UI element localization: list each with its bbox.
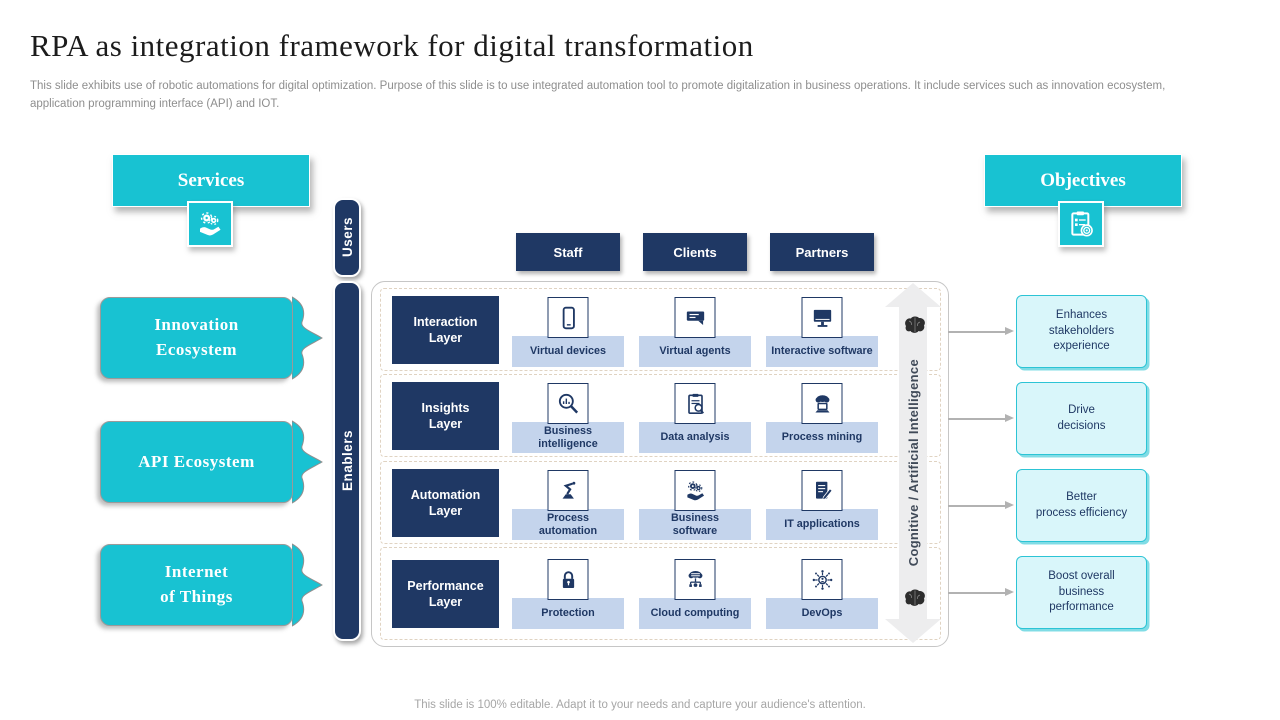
magnifier-chart-icon	[558, 393, 578, 414]
objectives-header-label: Objectives	[1040, 169, 1126, 191]
cell-label: Data analysis	[639, 422, 751, 453]
column-header-clients: Clients	[643, 233, 747, 271]
cloud-server-icon	[688, 570, 702, 587]
row-interaction-layer: Interaction Layer Virtual devices Virtua…	[380, 288, 941, 371]
hand-gears-icon	[200, 212, 221, 236]
callout-pointer	[292, 543, 323, 627]
column-header-staff-label: Staff	[553, 244, 583, 260]
column-header-staff: Staff	[516, 233, 620, 271]
enablers-bar: Enablers	[333, 281, 361, 641]
callout-pointer	[292, 420, 323, 504]
service-item-api-ecosystem: API Ecosystem	[100, 421, 293, 503]
cell-label: Interactive software	[766, 336, 878, 367]
layer-label-interaction: Interaction Layer	[392, 296, 499, 364]
layer-label-insights: Insights Layer	[392, 382, 499, 450]
cell-virtual-devices: Virtual devices	[512, 297, 624, 369]
cell-virtual-agents: Virtual agents	[639, 297, 751, 369]
cell-business-software: Business software	[639, 470, 751, 542]
icon-box	[547, 559, 589, 600]
icon-box	[674, 559, 716, 600]
enablers-bar-label: Enablers	[339, 430, 355, 492]
objective-drive-decisions: Drive decisions	[1016, 382, 1147, 455]
laptop-cloud-icon	[814, 394, 830, 412]
brain-icon	[905, 589, 925, 606]
ai-arrow-head-down	[885, 619, 941, 643]
row-insights-layer: Insights Layer Business intelligence	[380, 374, 941, 457]
chat-icon	[686, 311, 704, 325]
column-header-partners-label: Partners	[795, 244, 849, 260]
objective-better-process-efficiency: Better process efficiency	[1016, 469, 1147, 542]
icon-box	[674, 383, 716, 424]
users-bar-label: Users	[339, 217, 355, 258]
icon-box	[801, 383, 843, 424]
users-bar: Users	[333, 198, 361, 277]
cell-label: DevOps	[766, 598, 878, 629]
connector-arrow	[948, 502, 1014, 509]
cell-label: Business software	[639, 509, 751, 540]
objective-enhances-stakeholders-experience: Enhances stakeholders experience	[1016, 295, 1147, 368]
cell-label: Cloud computing	[639, 598, 751, 629]
icon-box	[801, 559, 843, 600]
cell-interactive-software: Interactive software	[766, 297, 878, 369]
hand-gears-icon	[686, 480, 704, 500]
icon-box	[674, 470, 716, 511]
monitor-icon	[813, 309, 831, 327]
layer-label-automation: Automation Layer	[392, 469, 499, 537]
cell-data-analysis: Data analysis	[639, 383, 751, 455]
cell-label: Protection	[512, 598, 624, 629]
cell-it-applications: IT applications	[766, 470, 878, 542]
icon-box	[801, 470, 843, 511]
footer-note: This slide is 100% editable. Adapt it to…	[414, 699, 866, 711]
ai-arrow-head-up	[885, 283, 941, 307]
icon-box	[547, 297, 589, 338]
icon-box	[547, 383, 589, 424]
layer-label-performance: Performance Layer	[392, 560, 499, 628]
connector-arrow	[948, 415, 1014, 422]
service-item-innovation-ecosystem: Innovation Ecosystem	[100, 297, 293, 379]
services-icon-box	[187, 201, 233, 247]
row-performance-layer: Performance Layer Protection	[380, 547, 941, 640]
cell-process-mining: Process mining	[766, 383, 878, 455]
cell-label: Virtual devices	[512, 336, 624, 367]
cell-cloud-computing: Cloud computing	[639, 559, 751, 631]
cell-label: Virtual agents	[639, 336, 751, 367]
devops-icon	[812, 569, 832, 590]
robot-arm-icon	[562, 481, 575, 499]
connector-arrow	[948, 328, 1014, 335]
ai-arrow-label: Cognitive / Artificial Intelligence	[905, 359, 921, 567]
padlock-icon	[562, 570, 574, 588]
callout-pointer	[292, 296, 323, 380]
objectives-icon-box	[1058, 201, 1104, 247]
page-subtitle: This slide exhibits use of robotic autom…	[30, 80, 1166, 110]
icon-box	[801, 297, 843, 338]
document-pencil-icon	[815, 481, 833, 500]
cell-label: IT applications	[766, 509, 878, 540]
row-automation-layer: Automation Layer Process automation	[380, 461, 941, 544]
cell-devops: DevOps	[766, 559, 878, 631]
column-header-clients-label: Clients	[673, 244, 717, 260]
objective-boost-overall-business-performance: Boost overall business performance	[1016, 556, 1147, 629]
service-item-internet-of-things: Internet of Things	[100, 544, 293, 626]
clipboard-target-icon	[1071, 211, 1093, 237]
objectives-header: Objectives	[984, 154, 1182, 207]
brain-icon	[905, 316, 925, 333]
cell-label: Process mining	[766, 422, 878, 453]
column-header-partners: Partners	[770, 233, 874, 271]
services-header-label: Services	[177, 169, 245, 191]
page-title: RPA as integration framework for digital…	[30, 28, 754, 63]
icon-box	[674, 297, 716, 338]
connector-arrow	[948, 589, 1014, 596]
cell-process-automation: Process automation	[512, 470, 624, 542]
cell-protection: Protection	[512, 559, 624, 631]
cell-business-intelligence: Business intelligence	[512, 383, 624, 455]
smartphone-icon	[562, 306, 575, 329]
cell-label: Process automation	[512, 509, 624, 540]
services-header: Services	[112, 154, 310, 207]
layers-frame: Interaction Layer Virtual devices Virtua…	[371, 281, 949, 647]
clipboard-magnifier-icon	[687, 393, 704, 414]
cell-label: Business intelligence	[512, 422, 624, 453]
ai-arrow-body: Cognitive / Artificial Intelligence	[899, 306, 927, 620]
icon-box	[547, 470, 589, 511]
